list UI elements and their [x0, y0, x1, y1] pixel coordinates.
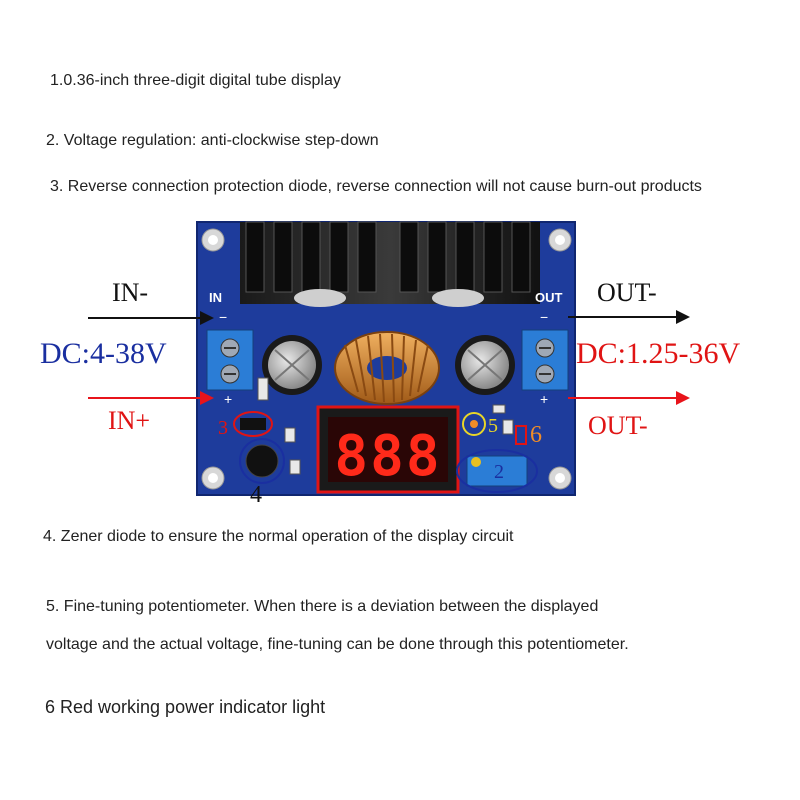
label-dc-output-range: DC:1.25-36V [576, 337, 741, 370]
potentiometer [456, 449, 538, 493]
label-in-plus: IN+ [108, 406, 151, 435]
input-terminal-block [206, 329, 254, 391]
marker-4: 4 [250, 482, 262, 508]
protection-diode [233, 411, 273, 437]
arrow-out-bottom [568, 391, 690, 405]
silk-out-plus: + [540, 391, 548, 407]
mounting-holes [201, 228, 572, 490]
silk-in-minus: − [219, 309, 227, 325]
label-in-minus: IN- [112, 278, 149, 307]
label-dc-input-range: DC:4-38V [40, 337, 167, 370]
smd-components [257, 377, 514, 475]
input-capacitor [262, 335, 322, 395]
label-out-minus-top: OUT- [597, 278, 657, 307]
three-digit-display: 888 [316, 405, 460, 494]
marker-2: 2 [494, 461, 504, 483]
zener-diode [239, 438, 285, 484]
note-3-reverse-protection: 3. Reverse connection protection diode, … [50, 178, 702, 195]
display-digits: 888 [334, 424, 441, 489]
note-5-potentiometer-line2: voltage and the actual voltage, fine-tun… [46, 636, 629, 653]
heatsink [240, 221, 540, 307]
output-terminal-block [521, 329, 569, 391]
power-indicator [462, 412, 486, 436]
marker-6: 6 [530, 422, 542, 448]
marker-5: 5 [488, 415, 498, 437]
note-5-potentiometer-line1: 5. Fine-tuning potentiometer. When there… [46, 598, 599, 615]
note-2-voltage-regulation: 2. Voltage regulation: anti-clockwise st… [46, 132, 379, 149]
note-4-zener-diode: 4. Zener diode to ensure the normal oper… [43, 528, 514, 545]
silk-in-plus: + [224, 391, 232, 407]
marker-3: 3 [218, 417, 228, 439]
arrow-in-minus [88, 311, 214, 325]
toroid-inductor [334, 331, 440, 405]
red-led [515, 425, 527, 445]
note-6-indicator-light: 6 Red working power indicator light [45, 697, 326, 717]
silk-out-minus: − [540, 309, 548, 325]
silk-out: OUT [535, 290, 563, 305]
arrow-out-minus-top [568, 310, 690, 324]
label-out-minus-bottom: OUT- [588, 411, 648, 440]
silk-in: IN [209, 290, 222, 305]
arrow-in-plus [88, 391, 214, 405]
note-1-display: 1.0.36-inch three-digit digital tube dis… [50, 72, 341, 89]
output-capacitor [455, 335, 515, 395]
